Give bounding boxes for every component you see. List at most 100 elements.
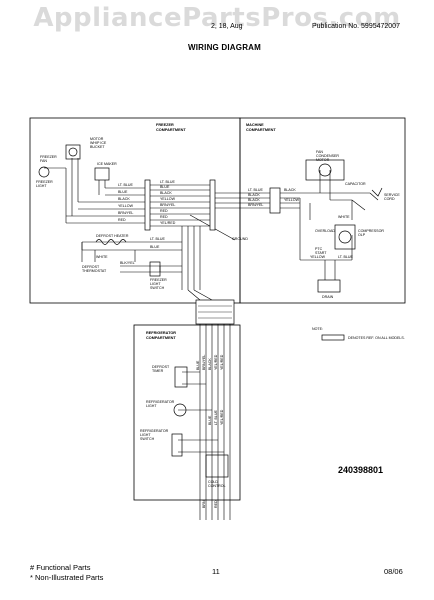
wire-label: LT. BLUE [214,409,218,425]
refrigerator-label-2: COMPARTMENT [146,336,176,340]
freezer-fan-label-2: FAN [40,159,47,163]
condenser-fan-box [305,159,345,181]
refrigerator-light-label-1: REFRIGERATOR [146,400,175,404]
capacitor-label: CAPACITOR [345,182,366,186]
freezer-light-bulb [38,166,50,178]
refrigerator-light-label-2: LIGHT [146,404,157,408]
wire-label: BLACK [208,358,212,370]
defrost-thermostat-label-2: THERMOSTAT [82,269,107,273]
footer-date: 08/06 [384,567,403,576]
freezer-light-switch-label-1: FREEZER [150,278,167,282]
wire-label: BRN/YEL [202,355,206,370]
defrost-heater-coil [95,239,127,245]
refrigerator-light-switch-label-2: LIGHT [140,433,151,437]
wire-label: BLACK [248,193,260,197]
wire-label: RED [160,215,168,219]
drain-label: DRAIN [322,295,334,299]
wire-label: BRN [202,500,206,508]
wire-label: BLACK [160,191,172,195]
machine-label-1: MACHINE [246,123,264,127]
wire-label: BRN/YEL [118,211,133,215]
wire-label: RED [214,500,218,508]
note-label: NOTE: [312,327,323,331]
wire-label: BLUE [118,190,128,194]
ice-maker-box [94,167,110,181]
motor-label-3: BUCKET [90,145,105,149]
defrost-timer-box [174,366,188,388]
wire-label: WHITE [338,215,350,219]
freezer-fan-motor [65,144,81,160]
freezer-connector [144,179,151,231]
service-cord-label-1: SERVICE [384,193,400,197]
freezer-label-1: FREEZER [156,123,174,127]
compressor-box [334,224,356,250]
wire-label: LT. BLUE [150,237,166,241]
wire-label: BLUE [160,185,170,189]
wire-label: YEL/RED [214,354,218,370]
refrigerator-light-switch-label-1: REFRIGERATOR [140,429,169,433]
wire-label: WHITE [96,255,108,259]
wire-label: YELLOW [284,198,300,202]
freezer-light-switch-label-2: LIGHT [150,282,161,286]
page-number: 11 [212,567,220,576]
wire-label: LT. BLUE [338,255,354,259]
wire-label: LT. BLUE [118,183,134,187]
freezer-compartment-box [29,117,241,304]
defrost-heater-label: DEFROST HEATER [96,234,129,238]
refrigerator-light-bulb [173,403,187,417]
ptc-start-label-2: START [315,251,327,255]
machine-connector [269,187,281,214]
refrigerator-light-switch-label-3: SWITCH [140,437,155,441]
cold-control-label-2: CONTROL [208,484,226,488]
header-model: 2, 18, Aug [211,23,243,30]
cold-control-label-1: COLD [208,480,218,484]
ptc-start-label-1: PTC [315,247,323,251]
wire-label: YEL/RED [220,409,224,425]
ground-label: GROUND [232,237,248,241]
footer-functional-parts: # Functional Parts [30,563,91,572]
cold-control-box [205,454,229,478]
wire-label: BLK/YEL [120,261,135,265]
wire-label: YELLOW [118,204,134,208]
defrost-timer-label-1: DEFROST [152,365,170,369]
wire-label: LT. BLUE [248,188,264,192]
harness-connector [209,179,216,231]
compressor-label-1: COMPRESSOR [358,229,384,233]
freezer-light-switch-label-3: SWITCH [150,286,165,290]
ice-maker-label: ICE MAKER [97,162,117,166]
wire-label: BLACK [284,188,296,192]
wire-label: BRN/YEL [160,203,175,207]
document-number: 240398801 [338,465,384,475]
wire-label: BRN/YEL [248,203,263,207]
note-symbol [321,334,345,341]
refrigerator-compartment-box [133,324,241,501]
wire-label: RED [160,209,168,213]
freezer-fan-label-1: FREEZER [40,155,57,159]
motor-label-2: WHIP ICE [90,141,107,145]
wire-label: YELLOW [160,197,176,201]
wire-label: BLUE [208,415,212,425]
freezer-light-switch [149,261,161,277]
overload-label: OVERLOAD [315,229,335,233]
header-publication: Publication No. 5995472007 [312,23,400,30]
wire-label: LT. BLUE [160,180,176,184]
diagram-title: WIRING DIAGRAM [188,43,262,52]
wire-label: YEL/RED [220,354,224,370]
compressor-label-2: OLP [358,233,366,237]
fan-condenser-label-3: MOTOR [316,158,330,162]
drain-box [317,279,341,293]
defrost-thermostat-label-1: DEFROST [82,265,100,269]
wire-label: BLACK [118,197,130,201]
wire-label: BLACK [248,198,260,202]
freezer-light-label-2: LIGHT [36,184,47,188]
defrost-timer-label-2: TIMER [152,369,164,373]
watermark: AppliancePartsPros.com [33,3,401,33]
refrigerator-label-1: REFRIGERATOR [146,331,176,335]
note-text: DENOTES REF. ON ALL MODELS. [348,336,405,340]
freezer-light-label-1: FREEZER [36,180,53,184]
wire-label: BLUE [196,360,200,370]
wire-label: BLUE [150,245,160,249]
machine-label-2: COMPARTMENT [246,128,276,132]
